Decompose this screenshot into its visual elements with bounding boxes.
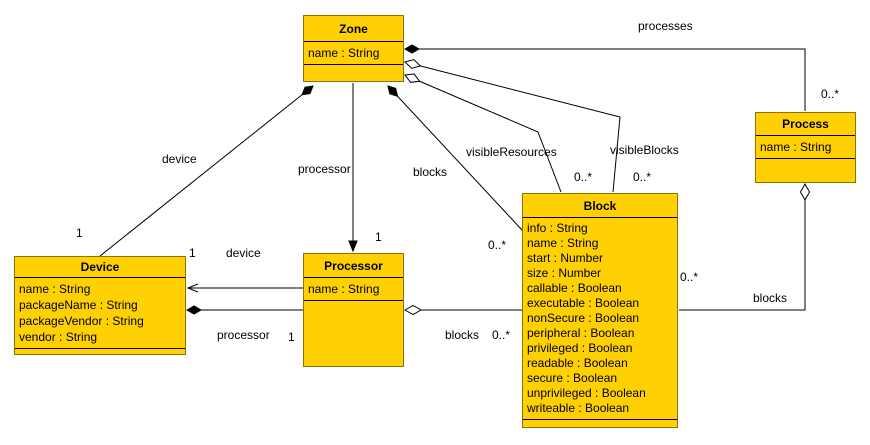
attributes-compartment: name : String — [304, 278, 403, 301]
attribute: start : Number — [527, 251, 604, 265]
multiplicity-label: 1 — [76, 226, 83, 240]
class-zone[interactable]: Zone name : String — [303, 15, 404, 82]
multiplicity-label: 0..* — [821, 87, 840, 101]
multiplicity-label: 1 — [375, 230, 382, 244]
attribute: writeable : Boolean — [527, 401, 630, 415]
attribute: secure : Boolean — [527, 371, 618, 385]
attribute: info : String — [527, 221, 588, 235]
role-label-visibleResources: visibleResources — [466, 145, 557, 159]
class-title: Processor — [304, 254, 403, 278]
role-label-visibleBlocks: visibleBlocks — [610, 143, 679, 157]
multiplicity-label: 0..* — [574, 170, 593, 184]
association-zone-block-visibleBlocks — [405, 62, 621, 193]
operations-compartment — [15, 349, 185, 354]
role-label-processor: processor — [217, 328, 270, 342]
attribute: size : Number — [527, 266, 602, 280]
attributes-compartment: name : String — [304, 42, 403, 65]
attributes-compartment: info : String name : String start : Numb… — [523, 218, 677, 420]
operations-compartment — [523, 420, 677, 427]
class-title: Process — [756, 113, 855, 136]
attribute: unprivileged : Boolean — [527, 386, 646, 400]
attributes-compartment: name : String packageName : String packa… — [15, 278, 185, 349]
multiplicity-label: 1 — [189, 246, 196, 260]
multiplicity-label: 0..* — [492, 328, 511, 342]
class-block[interactable]: Block info : String name : String start … — [522, 193, 678, 428]
attribute: privileged : Boolean — [527, 341, 633, 355]
attribute: peripheral : Boolean — [527, 326, 635, 340]
role-label-device: device — [226, 246, 261, 260]
multiplicity-label: 0..* — [680, 270, 699, 284]
class-title: Block — [523, 194, 677, 218]
multiplicity-label: 0..* — [488, 238, 507, 252]
operations-compartment — [756, 159, 855, 182]
attribute: callable : Boolean — [527, 281, 622, 295]
class-device[interactable]: Device name : String packageName : Strin… — [14, 256, 186, 355]
attribute: nonSecure : Boolean — [527, 311, 640, 325]
association-zone-block-visibleResources — [405, 75, 562, 193]
association-zone-device — [99, 85, 314, 257]
role-label-blocks: blocks — [413, 165, 448, 179]
class-title: Zone — [304, 16, 403, 42]
attribute: name : String — [308, 46, 380, 60]
attribute: name : String — [527, 236, 599, 250]
attribute: packageVendor : String — [19, 314, 144, 328]
multiplicity-label: 1 — [288, 330, 295, 344]
association-process-block-blocks — [679, 184, 805, 311]
class-process[interactable]: Process name : String — [755, 112, 856, 183]
attribute: name : String — [19, 282, 91, 296]
attribute: name : String — [308, 282, 380, 296]
attribute: vendor : String — [19, 330, 98, 344]
role-label-device: device — [162, 152, 197, 166]
class-processor[interactable]: Processor name : String — [303, 253, 404, 367]
role-label-processes: processes — [638, 19, 693, 33]
attribute: executable : Boolean — [527, 296, 640, 310]
association-zone-process-processes — [403, 44, 806, 111]
role-label-blocks: blocks — [753, 291, 788, 305]
operations-compartment — [304, 65, 403, 81]
association-zone-block-blocks — [387, 85, 523, 231]
role-label-blocks: blocks — [445, 328, 480, 342]
class-title: Device — [15, 257, 185, 278]
role-label-processor: processor — [298, 162, 351, 176]
attributes-compartment: name : String — [756, 136, 855, 159]
operations-compartment — [304, 301, 403, 366]
attribute: packageName : String — [19, 298, 138, 312]
attribute: readable : Boolean — [527, 356, 628, 370]
attribute: name : String — [760, 140, 832, 154]
multiplicity-label: 0..* — [633, 170, 652, 184]
